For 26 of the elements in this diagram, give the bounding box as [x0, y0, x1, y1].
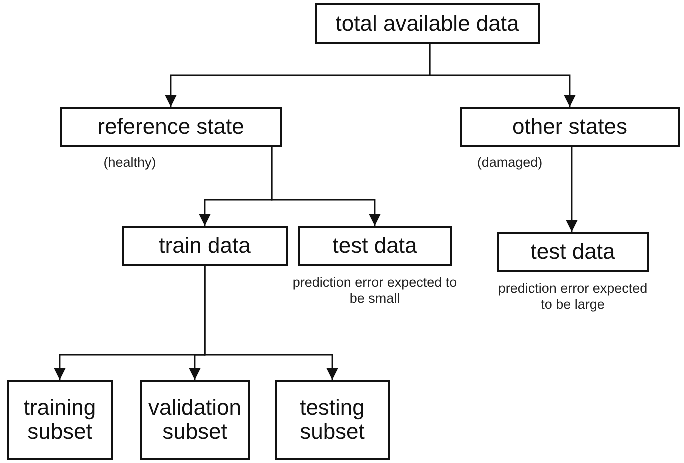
box-label: testing subset	[299, 396, 366, 444]
box-label: training subset	[22, 396, 98, 444]
process-box	[60, 107, 282, 147]
process-box	[497, 232, 649, 272]
process-box	[315, 3, 540, 44]
process-box	[298, 226, 452, 266]
process-box	[122, 226, 288, 266]
node-caption: prediction error expected to be large	[497, 281, 649, 313]
process-box	[275, 380, 390, 460]
node-caption: prediction error expected to be small	[292, 275, 458, 307]
process-box	[460, 107, 680, 147]
arrow	[429, 44, 576, 107]
node-caption: (damaged)	[476, 155, 544, 171]
arrow	[204, 266, 338, 380]
box-label: validation subset	[148, 396, 242, 444]
node-caption: (healthy)	[102, 155, 158, 171]
arrow	[271, 147, 381, 226]
box-label: test data	[530, 240, 616, 264]
process-box	[140, 380, 250, 460]
box-label: total available data	[336, 12, 520, 36]
process-box	[7, 380, 113, 460]
box-label: test data	[332, 234, 418, 258]
box-label: train data	[159, 234, 251, 258]
box-label: reference state	[98, 115, 244, 139]
box-label: other states	[512, 115, 628, 139]
arrow	[566, 147, 578, 232]
